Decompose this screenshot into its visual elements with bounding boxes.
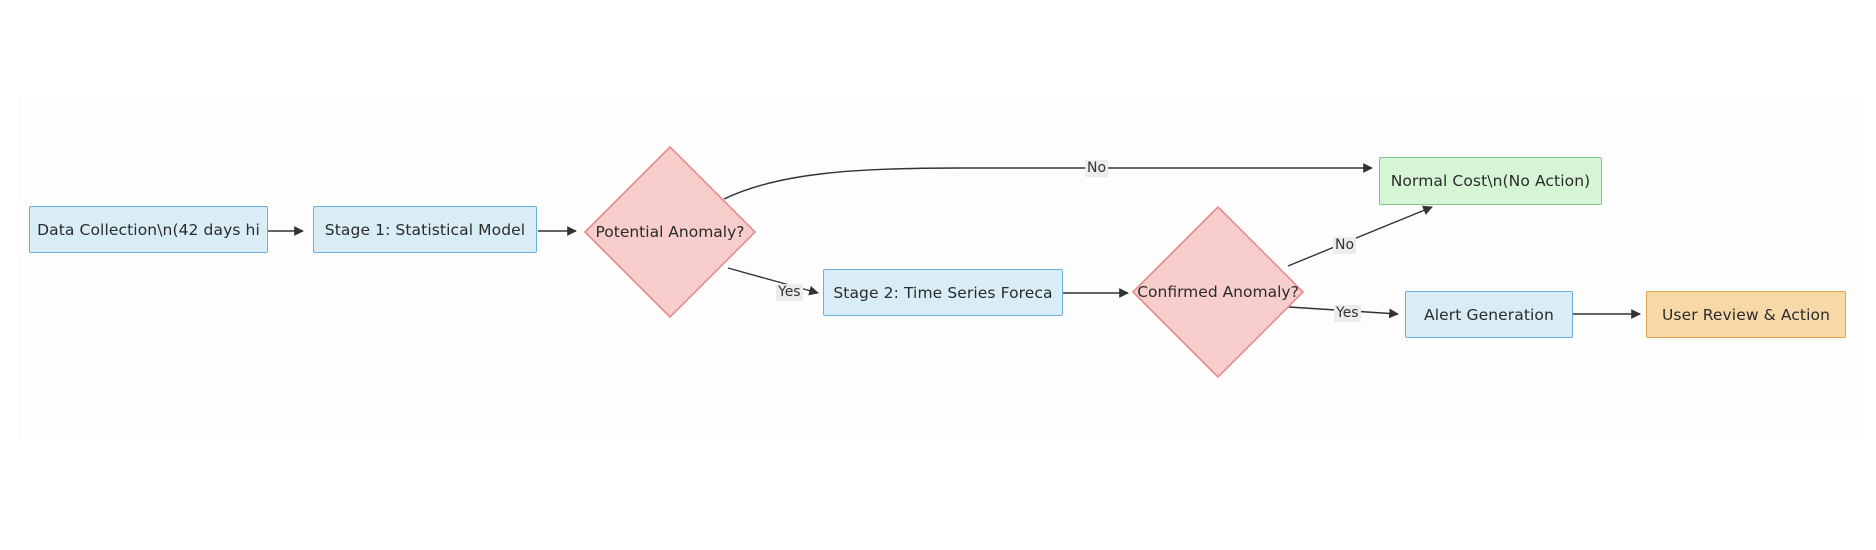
node-normal-cost[interactable]: Normal Cost\n(No Action) — [1379, 157, 1602, 205]
node-alert-generation[interactable]: Alert Generation — [1405, 291, 1573, 338]
potential-anomaly-diamond-shape — [583, 145, 757, 319]
edge-potential-anomaly-yes-to-stage-2 — [727, 267, 819, 296]
node-alert-generation-label: Alert Generation — [1424, 305, 1554, 324]
node-user-review-label: User Review & Action — [1661, 305, 1831, 324]
edge-label-potential-anomaly-no: No — [1085, 160, 1109, 178]
node-potential-anomaly-label: Potential Anomaly? — [595, 223, 745, 241]
node-stage-2[interactable]: Stage 2: Time Series Foreca — [823, 269, 1063, 316]
node-stage-1-label: Stage 1: Statistical Model — [324, 220, 526, 239]
node-user-review[interactable]: User Review & Action — [1646, 291, 1846, 338]
node-stage-1[interactable]: Stage 1: Statistical Model — [313, 206, 537, 253]
node-data-collection[interactable]: Data Collection\n(42 days hi — [29, 206, 268, 253]
edge-confirmed-anomaly-no-to-normal-cost — [1287, 205, 1433, 267]
confirmed-anomaly-diamond-shape — [1131, 205, 1305, 379]
node-confirmed-anomaly[interactable]: Confirmed Anomaly? — [1131, 205, 1305, 379]
node-stage-2-label: Stage 2: Time Series Foreca — [833, 283, 1053, 302]
node-confirmed-anomaly-label: Confirmed Anomaly? — [1137, 283, 1299, 301]
edge-label-confirmed-anomaly-no: No — [1333, 237, 1357, 255]
edge-label-potential-anomaly-yes: Yes — [776, 284, 803, 302]
edge-potential-anomaly-no-to-normal-cost — [723, 163, 1373, 200]
edge-label-confirmed-anomaly-yes: Yes — [1334, 305, 1361, 323]
node-potential-anomaly[interactable]: Potential Anomaly? — [583, 145, 757, 319]
node-data-collection-label: Data Collection\n(42 days hi — [37, 220, 260, 239]
node-normal-cost-label: Normal Cost\n(No Action) — [1390, 172, 1591, 190]
